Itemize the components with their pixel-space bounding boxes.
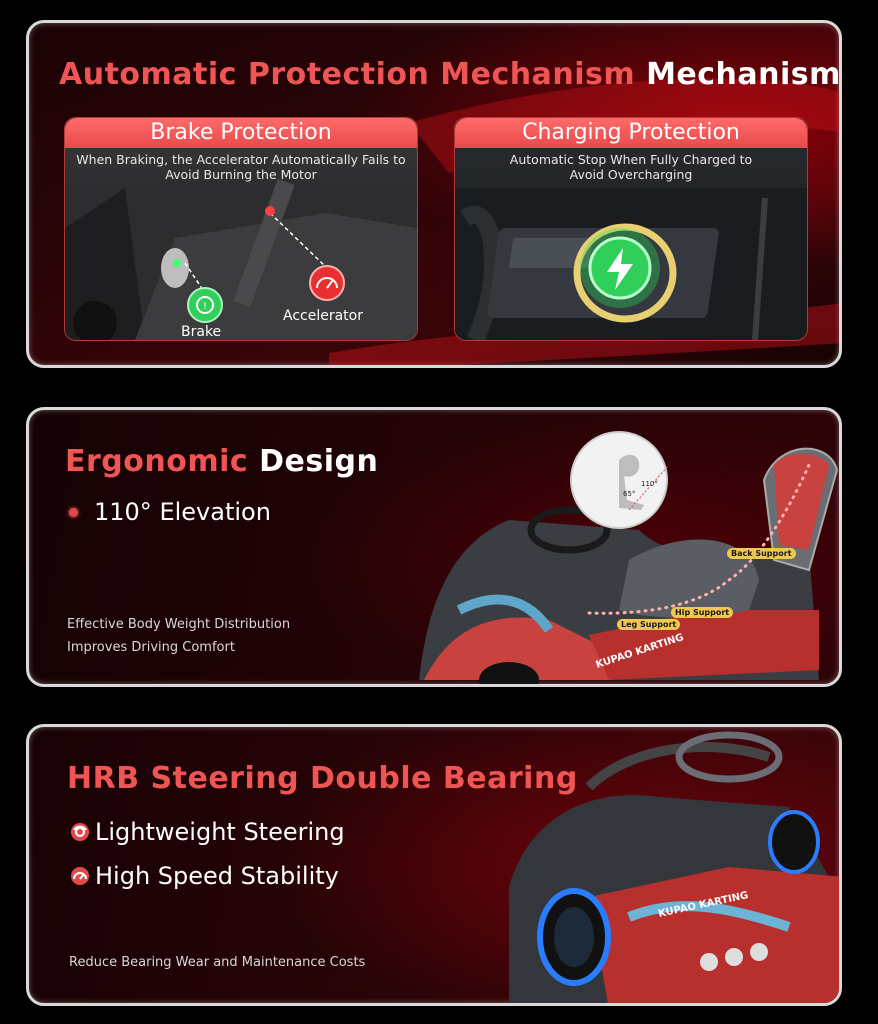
speedometer-icon	[71, 867, 89, 885]
steering-title: HRB Steering Double Bearing	[67, 761, 578, 796]
elevation-text: 110° Elevation	[94, 498, 271, 526]
hip-support-tag: Hip Support	[671, 607, 734, 618]
feature-lightweight: Lightweight Steering	[69, 818, 345, 846]
brake-label: Brake	[181, 324, 222, 340]
brake-pedal-illustration: !	[65, 178, 417, 340]
feature-1-text: Lightweight Steering	[95, 818, 345, 846]
elevation-bullet: 110° Elevation	[69, 498, 271, 526]
kart-front-illustration: KUPAO KARTING	[509, 731, 839, 1003]
ergonomic-desc: Effective Body Weight Distribution Impro…	[67, 613, 290, 659]
title-red-part: Ergonomic	[65, 444, 249, 479]
brake-protection-heading: Brake Protection	[65, 118, 417, 148]
protection-title: Automatic Protection Mechanism Mechanism	[59, 57, 841, 92]
bullet-dot-icon	[69, 507, 78, 517]
accelerator-label: Accelerator	[283, 308, 363, 324]
leg-support-tag: Leg Support	[617, 619, 681, 630]
title-white-part: Mechanism	[646, 57, 841, 92]
feature-stability: High Speed Stability	[69, 862, 339, 890]
angle-65-label: 65°	[623, 490, 635, 498]
steering-panel: HRB Steering Double Bearing Lightweight …	[26, 724, 842, 1006]
battery-illustration	[455, 188, 807, 340]
charging-protection-heading: Charging Protection	[455, 118, 807, 148]
feature-2-text: High Speed Stability	[95, 862, 339, 890]
back-support-tag: Back Support	[727, 548, 796, 559]
brake-protection-card: ! Brake Protection When Braking, the Acc…	[64, 117, 418, 341]
steering-desc: Reduce Bearing Wear and Maintenance Cost…	[69, 955, 366, 970]
ergonomic-title: Ergonomic Design	[65, 444, 378, 479]
charging-protection-desc: Automatic Stop When Fully Charged to Avo…	[509, 152, 753, 182]
angle-110-label: 110°	[641, 480, 658, 488]
svg-text:!: !	[203, 301, 207, 312]
title-white-part: Design	[259, 444, 379, 479]
ergonomic-panel: Ergonomic Design 110° Elevation Effectiv…	[26, 407, 842, 687]
title-red-part: Automatic Protection Mechanism	[59, 57, 636, 92]
charging-protection-card: Charging Protection Automatic Stop When …	[454, 117, 808, 341]
accelerator-icon	[309, 265, 345, 301]
desc-line-1: Effective Body Weight Distribution	[67, 617, 291, 632]
kart-seat-illustration: 110° 65° KUPAO KARTING	[419, 431, 839, 684]
brake-icon	[187, 287, 223, 323]
brake-protection-desc: When Braking, the Accelerator Automatica…	[76, 152, 406, 182]
desc-line-2: Improves Driving Comfort	[67, 640, 235, 655]
steering-wheel-icon	[71, 823, 89, 841]
protection-panel: Automatic Protection Mechanism Mechanism…	[26, 20, 842, 368]
